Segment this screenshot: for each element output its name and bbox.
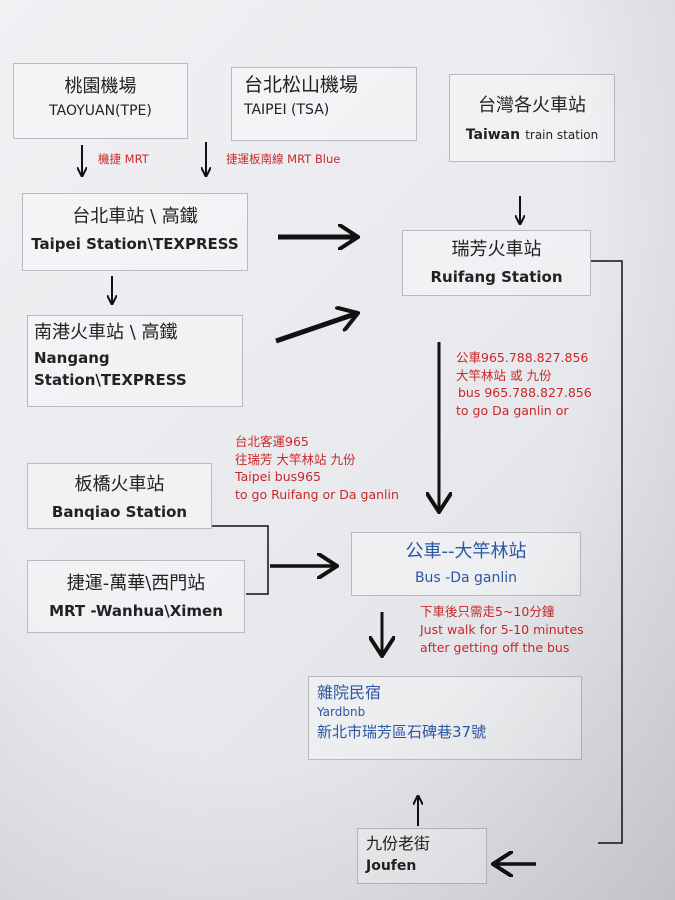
node-yardbnb-address: 新北市瑞芳區石碑巷37號: [317, 723, 487, 741]
bracket-banqiao-wanhua: [212, 525, 269, 595]
node-songshan-zh: 台北松山機場: [244, 74, 359, 96]
node-taoyuan-en: TAOYUAN(TPE): [49, 102, 152, 119]
label-bus-taipei-4: to go Ruifang or Da ganlin: [235, 486, 399, 502]
label-bus-ruifang-2: 大竿林站 或 九份: [456, 367, 552, 383]
connector-ruifang-jiufen: [591, 260, 623, 844]
node-jiufen-en: Joufen: [366, 858, 417, 874]
node-songshan-airport: 台北松山機場 TAIPEI (TSA): [231, 67, 417, 141]
node-nangang-zh: 南港火車站 \ 高鐵: [34, 322, 178, 343]
node-wanhua-zh: 捷運-萬華\西門站: [66, 573, 206, 594]
node-taipei-station: 台北車站 \ 高鐵 Taipei Station\TEXPRESS: [22, 193, 248, 271]
label-mrt: 機捷 MRT: [98, 152, 149, 166]
label-walk-3: after getting off the bus: [420, 640, 570, 656]
node-taiwan-zh: 台灣各火車站: [478, 95, 586, 116]
node-taipei-en: Taipei Station\TEXPRESS: [31, 234, 239, 253]
label-bus-taipei-1: 台北客運965: [235, 434, 309, 449]
node-daganlin-en: Bus -Da ganlin: [414, 569, 518, 586]
arrow-nangang-ruifang: [275, 313, 358, 344]
node-jiufen-zh: 九份老街: [366, 834, 431, 853]
node-ruifang-station: 瑞芳火車站 Ruifang Station: [402, 230, 591, 296]
label-bus-ruifang: 公車965.788.827.856 大竿林站 或 九份 bus 965.788.…: [456, 349, 592, 419]
node-wanhua-en: MRT -Wanhua\Ximen: [49, 601, 223, 620]
node-daganlin-zh: 公車--大竿林站: [405, 541, 527, 562]
node-jiufen-old-street: 九份老街 Joufen: [357, 828, 487, 884]
node-banqiao-zh: 板橋火車站: [74, 474, 165, 495]
node-taoyuan-zh: 桃園機場: [64, 76, 137, 97]
label-bus-ruifang-1: 公車965.788.827.856: [456, 350, 589, 365]
node-nangang-station: 南港火車站 \ 高鐵 Nangang Station\TEXPRESS: [27, 315, 243, 407]
label-bus-ruifang-3: bus 965.788.827.856: [458, 385, 592, 400]
node-taiwan-stations: 台灣各火車站 Taiwan train station: [449, 74, 615, 162]
label-bus-ruifang-4: to go Da ganlin or: [456, 402, 569, 418]
node-taiwan-en: train station: [525, 127, 599, 142]
label-walk: 下車後只需走5~10分鐘 Just walk for 5-10 minutes …: [420, 603, 584, 657]
node-nangang-en2: Station\TEXPRESS: [34, 371, 187, 390]
node-banqiao-station: 板橋火車站 Banqiao Station: [27, 463, 212, 529]
node-taiwan-en-bold: Taiwan: [465, 126, 521, 143]
node-daganlin-bus: 公車--大竿林站 Bus -Da ganlin: [351, 532, 581, 596]
node-songshan-en: TAIPEI (TSA): [244, 101, 330, 118]
label-bus-taipei-3: Taipei bus965: [235, 469, 321, 484]
node-ruifang-zh: 瑞芳火車站: [451, 239, 542, 260]
label-bus-taipei-2: 往瑞芳 大竿林站 九份: [235, 451, 356, 467]
label-mrt-blue: 捷運板南線 MRT Blue: [226, 152, 341, 166]
node-yardbnb-zh: 雜院民宿: [317, 683, 382, 702]
node-yardbnb: 雜院民宿 Yardbnb 新北市瑞芳區石碑巷37號: [308, 676, 582, 760]
node-taipei-zh: 台北車站 \ 高鐵: [72, 206, 198, 227]
node-ruifang-en: Ruifang Station: [430, 267, 563, 286]
label-walk-2: Just walk for 5-10 minutes: [420, 622, 584, 638]
node-yardbnb-en: Yardbnb: [317, 705, 366, 719]
node-taoyuan-airport: 桃園機場 TAOYUAN(TPE): [13, 63, 188, 139]
node-wanhua-ximen: 捷運-萬華\西門站 MRT -Wanhua\Ximen: [27, 560, 245, 633]
node-nangang-en1: Nangang: [34, 348, 110, 367]
node-banqiao-en: Banqiao Station: [51, 502, 188, 521]
label-bus-taipei: 台北客運965 往瑞芳 大竿林站 九份 Taipei bus965 to go …: [235, 433, 399, 503]
label-walk-1: 下車後只需走5~10分鐘: [420, 604, 555, 619]
